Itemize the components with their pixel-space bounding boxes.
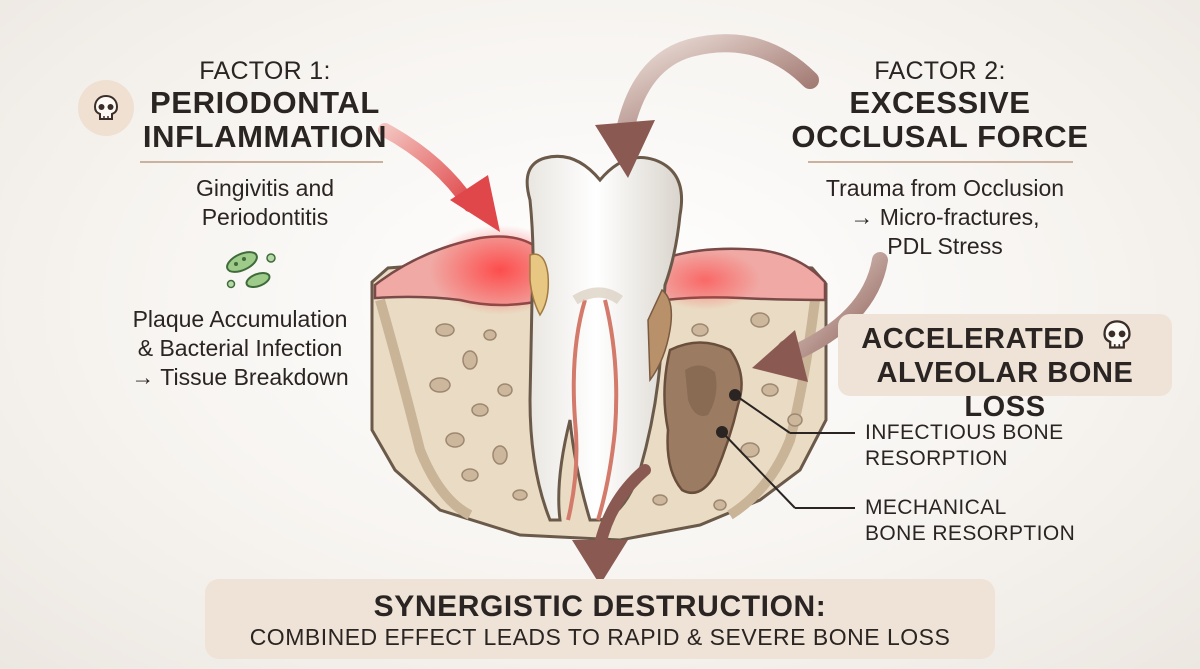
synergy-arrow — [572, 464, 651, 585]
factor2-detail-line3: PDL Stress — [887, 233, 1003, 259]
summary-box — [205, 579, 995, 659]
summary-title: SYNERGISTIC DESTRUCTION: — [373, 590, 827, 623]
factor1-detail-line2: & Bacterial Infection — [137, 335, 343, 361]
factor1-label: FACTOR 1: — [199, 57, 331, 85]
factor1-detail-line1: Plaque Accumulation — [132, 306, 348, 332]
bone-loss-lesion — [663, 341, 743, 495]
factor2-label: FACTOR 2: — [874, 57, 1006, 85]
callout-infectious-line2: RESORPTION — [865, 447, 1008, 470]
factor2-detail-line2: → Micro-fractures, — [850, 204, 1040, 230]
factor1-title-line2: INFLAMMATION — [142, 119, 388, 154]
callout-mechanical-line2: BONE RESORPTION — [865, 522, 1076, 545]
factor1-divider — [140, 161, 383, 163]
factor1-subtitle-line2: Periodontitis — [201, 204, 329, 230]
skull-icon — [1103, 320, 1131, 349]
bone-loss-arrow — [752, 252, 888, 382]
tooth — [525, 154, 684, 522]
inflammation-glow-right — [650, 250, 760, 310]
factor1-subtitle-line1: Gingivitis and — [195, 175, 335, 201]
factor1-title-line1: PERIODONTAL — [150, 85, 380, 120]
occlusal-force-arrow — [595, 34, 819, 178]
callout-infectious-line1: INFECTIOUS BONE — [865, 421, 1064, 444]
skull-icon — [93, 94, 119, 120]
factor2-divider — [808, 161, 1073, 163]
outcome-line2: ALVEOLAR BONE LOSS — [876, 357, 1134, 423]
factor2-title-line2: OCCLUSAL FORCE — [791, 119, 1089, 154]
factor1-detail-line3: → Tissue Breakdown — [131, 364, 349, 390]
outcome-line1: ACCELERATED — [861, 323, 1085, 355]
callout-mechanical-line1: MECHANICAL — [865, 496, 1007, 519]
callout-lines — [716, 389, 855, 509]
inflammation-arrow — [378, 123, 500, 232]
factor1-skull-badge — [78, 80, 134, 136]
factor2-title-line1: EXCESSIVE — [849, 85, 1031, 120]
factor2-detail-line1: Trauma from Occlusion — [825, 175, 1065, 201]
bacteria-icon — [226, 251, 276, 289]
summary-subtitle: COMBINED EFFECT LEADS TO RAPID & SEVERE … — [249, 624, 951, 650]
